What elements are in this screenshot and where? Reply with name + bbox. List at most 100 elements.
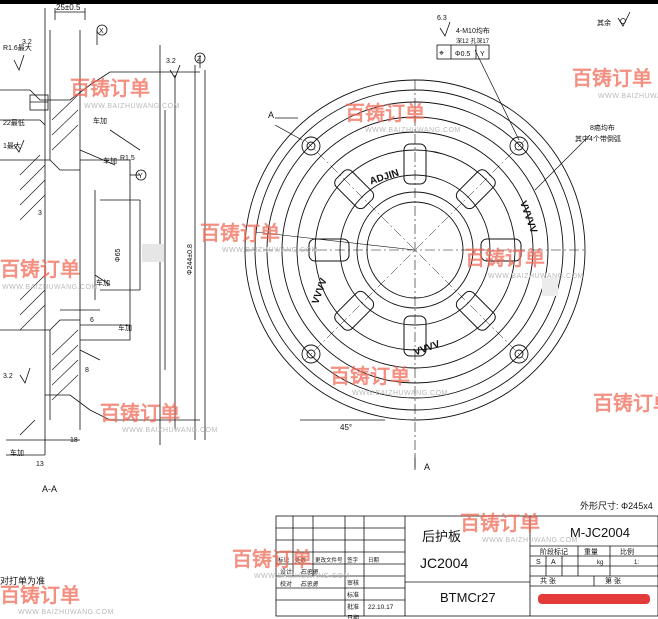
row-date-label: 日期 bbox=[347, 614, 359, 619]
blur-patch bbox=[142, 244, 164, 262]
title-block-text: 外形尺寸: Φ245x4 后护板 JC2004 M-JC2004 BTMCr27… bbox=[278, 500, 653, 619]
datum-x: X bbox=[99, 28, 104, 35]
watermark-url: WWW.BAIZHUWANG.COM bbox=[18, 609, 114, 616]
tol-holes: 4-M10均布 bbox=[456, 26, 490, 35]
col-ratio: 比例 bbox=[620, 547, 634, 556]
bolt-holes bbox=[301, 136, 529, 364]
bottom-left-note: 对打单为准 bbox=[0, 575, 45, 586]
watermark: 百铸订单 WWW.BAIZHUWANG.COM bbox=[0, 583, 114, 616]
watermark: 百铸订单 WWW.BAIZHUWANG.COM bbox=[345, 101, 461, 134]
row-check: 校对 bbox=[280, 580, 292, 588]
part-name: 后护板 bbox=[422, 529, 461, 544]
roughness-rest: 其余 bbox=[597, 18, 611, 27]
chamfer-note: 22最低 bbox=[3, 118, 25, 127]
section-view bbox=[0, 8, 206, 456]
watermark-brand: 百铸订单 bbox=[460, 511, 540, 535]
watermarks: 百铸订单 WWW.BAIZHUWANG.COM 百铸订单 WWW.BAIZHUW… bbox=[0, 66, 658, 616]
stage-a: A bbox=[551, 559, 556, 566]
roughness-c: 3.2 bbox=[3, 373, 13, 380]
dim-6: 6 bbox=[90, 317, 94, 324]
watermark: 百铸订单 WWW.BAIZHUWANG.COM bbox=[330, 364, 448, 397]
raised-text-left: VVVV bbox=[310, 277, 330, 306]
watermark-url: WWW.BAIZHUWANG.COM bbox=[222, 247, 318, 254]
part-code: JC2004 bbox=[420, 555, 468, 571]
watermark-brand: 百铸订单 bbox=[0, 257, 80, 281]
roughness-a: 3.2 bbox=[22, 39, 32, 46]
rev-sign: 签字 bbox=[347, 556, 359, 564]
row-standard: 标准 bbox=[347, 591, 359, 599]
material: BTMCr27 bbox=[440, 590, 496, 605]
plan-view bbox=[244, 11, 631, 470]
pos-value: Φ0.5 bbox=[455, 51, 470, 58]
watermark: 百铸订单 WWW.BAIZHUWANG.COM bbox=[460, 511, 577, 544]
car-label-4: 车加 bbox=[118, 323, 132, 332]
watermark-url: WWW.BAIZHUWANG.COM bbox=[488, 273, 584, 280]
watermark-url: WWW.BAIZHUWANG.COM bbox=[352, 390, 448, 397]
watermark-url: WWW.BAIZHUWANG.COM bbox=[84, 103, 180, 110]
watermark-brand: 百铸订单 bbox=[232, 547, 312, 571]
row-approve: 批准 bbox=[347, 603, 359, 611]
weight-value: kg bbox=[597, 560, 603, 566]
watermark-brand: 百铸订单 bbox=[345, 101, 425, 125]
watermark-brand: 百铸订单 bbox=[572, 66, 652, 90]
outline-size: 外形尺寸: Φ245x4 bbox=[580, 500, 653, 511]
pos-symbol: ⌖ bbox=[439, 48, 444, 58]
watermark-brand: 百铸订单 bbox=[465, 246, 545, 270]
car-label-2: 车加 bbox=[103, 156, 117, 165]
watermark: 百铸订单 WWW.BAIZHUWANG.COM bbox=[0, 257, 98, 291]
section-label: A-A bbox=[42, 484, 57, 494]
col-weight: 重量 bbox=[584, 548, 598, 556]
watermark: 百铸订单 WWW.BAIZHUWANG.COM bbox=[200, 221, 318, 254]
row-design: 设计 bbox=[280, 568, 292, 576]
dim-18: 18 bbox=[70, 437, 78, 444]
row-review: 审核 bbox=[347, 579, 359, 587]
phi65-label: Φ65 bbox=[115, 249, 122, 262]
tol-depth: 深12 孔深17 bbox=[456, 37, 490, 45]
phi-big-label: Φ244±0.8 bbox=[187, 244, 194, 275]
raised-text-right: VVVVV bbox=[517, 200, 539, 235]
checker-sign: 石忠勇 bbox=[300, 580, 319, 588]
raised-text-bottom: VVVV bbox=[413, 339, 442, 359]
tol-first: 6.3 bbox=[437, 15, 447, 22]
radius-note: R1.6最大 bbox=[3, 43, 32, 52]
radial-slots bbox=[308, 143, 522, 357]
dim-top: 25±0.5 bbox=[56, 3, 81, 12]
note-slots: 8癌均布 bbox=[590, 123, 615, 132]
watermark: 百铸订单 WWW.BAIZHUWANG.COM bbox=[572, 66, 658, 100]
plan-view-text: A A 45° 6.3 4-M10均布 深12 孔深17 ⌖ Φ0.5 Y 8癌… bbox=[268, 15, 621, 472]
section-view-text: 25±0.5 X Z Y 3.2 3.2 3.2 R1.6最大 22最低 1最大… bbox=[0, 3, 202, 586]
blur-patch bbox=[542, 278, 558, 296]
roughness-b: 3.2 bbox=[166, 58, 176, 65]
car-label-5: 车加 bbox=[10, 448, 24, 457]
drawing-no: M-JC2004 bbox=[570, 525, 630, 540]
redaction-mark bbox=[538, 594, 650, 604]
watermark-url: WWW.BAIZHUWANG.COM bbox=[598, 93, 658, 100]
watermark-brand: 百铸订单 bbox=[330, 364, 410, 388]
datum-y: Y bbox=[138, 173, 143, 180]
watermark: 百铸订单 WWW.BAIZHUWANG.COM bbox=[465, 246, 584, 280]
watermark-url: WWW.BAIZHUWANG.COM bbox=[254, 573, 350, 580]
rev-count: 处数 bbox=[295, 556, 307, 564]
watermark-brand: 百铸订单 bbox=[593, 391, 658, 415]
car-label-1: 车加 bbox=[93, 116, 107, 125]
radius-max: 1最大 bbox=[3, 141, 21, 150]
watermark-brand: 百铸订单 bbox=[200, 221, 280, 245]
ratio-value: 1: bbox=[634, 560, 639, 566]
dim-3: 3 bbox=[38, 210, 42, 217]
watermark-url: WWW.BAIZHUWANG.COM bbox=[365, 127, 461, 134]
section-mark-bottom: A bbox=[424, 462, 430, 472]
datum-z: Z bbox=[197, 56, 202, 63]
raised-text-top: ADJIN bbox=[368, 168, 400, 188]
watermark: 百铸订单 WWW.BAIZHUWANG.COM bbox=[70, 76, 180, 110]
note-slots-radius: 其中4个带倒弧 bbox=[575, 134, 621, 143]
angle-45: 45° bbox=[340, 423, 352, 432]
date-value: 22.10.17 bbox=[368, 604, 394, 611]
designer-sign: 石忠勇 bbox=[300, 568, 319, 576]
rev-date: 日期 bbox=[368, 557, 380, 564]
watermark: 百铸订单 WWW.BAIZHUWANG.COM bbox=[232, 547, 350, 580]
datum-y-plan: Y bbox=[480, 51, 485, 58]
col-stage: 阶段标记 bbox=[540, 547, 568, 556]
dim-8: 8 bbox=[85, 367, 89, 374]
watermark-url: WWW.BAIZHUWANG.COM bbox=[2, 284, 98, 291]
